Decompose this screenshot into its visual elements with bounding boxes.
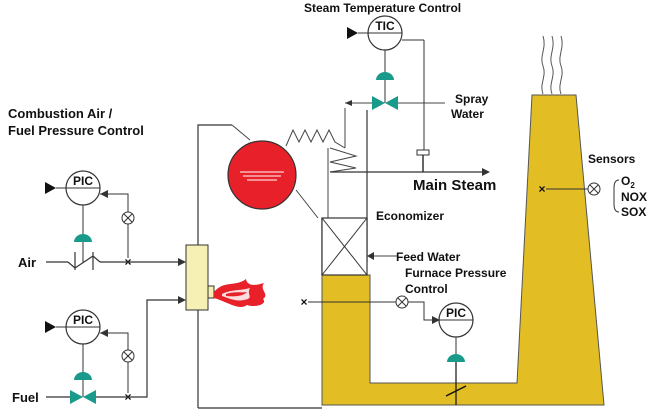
svg-text:×: × <box>300 295 307 309</box>
o2-label: O2 <box>621 174 635 190</box>
furnace-pressure-loop: × <box>300 295 440 324</box>
drum-piping <box>231 108 346 219</box>
temperature-element <box>416 40 430 172</box>
combustion-title-1: Combustion Air / <box>8 106 113 121</box>
burner <box>185 244 215 311</box>
sox-label: SOX <box>621 205 646 219</box>
pic-furnace-label: PIC <box>446 306 466 320</box>
spray-label-2: Water <box>451 107 484 121</box>
economizer-box <box>321 217 368 276</box>
air-feedback-loop: × <box>100 190 135 269</box>
fuel-line <box>46 296 186 398</box>
steam-temp-control-title: Steam Temperature Control <box>304 1 461 15</box>
furnace-pressure-label-2: Control <box>405 282 448 296</box>
nox-label: NOX <box>621 190 647 204</box>
svg-text:×: × <box>538 182 545 196</box>
combustion-title-2: Fuel Pressure Control <box>8 123 144 138</box>
feed-water-label: Feed Water <box>396 250 461 264</box>
superheater-coil <box>285 128 346 149</box>
sensors-label: Sensors <box>588 152 636 166</box>
superheater-zigzag <box>329 147 358 173</box>
air-label: Air <box>18 255 36 270</box>
fuel-feedback-loop: × <box>100 329 135 404</box>
furnace-pressure-label-1: Furnace Pressure <box>405 266 507 280</box>
fuel-label: Fuel <box>12 390 39 405</box>
flue-gas-duct <box>321 94 605 406</box>
sensor-probe: × <box>538 179 620 213</box>
feed-water-arrow <box>367 252 374 260</box>
pic-air-instrument <box>45 170 101 262</box>
smoke-wisps <box>541 35 563 95</box>
economizer-label: Economizer <box>376 209 444 223</box>
pic-fuel-label: PIC <box>73 313 93 327</box>
pic-air-label: PIC <box>73 174 93 188</box>
tic-label: TIC <box>375 19 395 33</box>
pic-fuel-instrument <box>45 309 101 404</box>
spray-arrow <box>345 100 352 106</box>
steam-drum <box>227 140 297 210</box>
air-line <box>46 252 186 270</box>
burner-flame <box>214 279 266 308</box>
spray-valve <box>372 50 398 110</box>
spray-label-1: Spray <box>455 92 489 106</box>
main-steam-arrow <box>482 168 490 176</box>
main-steam-label: Main Steam <box>413 177 496 194</box>
tic-instrument <box>347 15 424 51</box>
pic-furnace-instrument <box>438 302 474 405</box>
